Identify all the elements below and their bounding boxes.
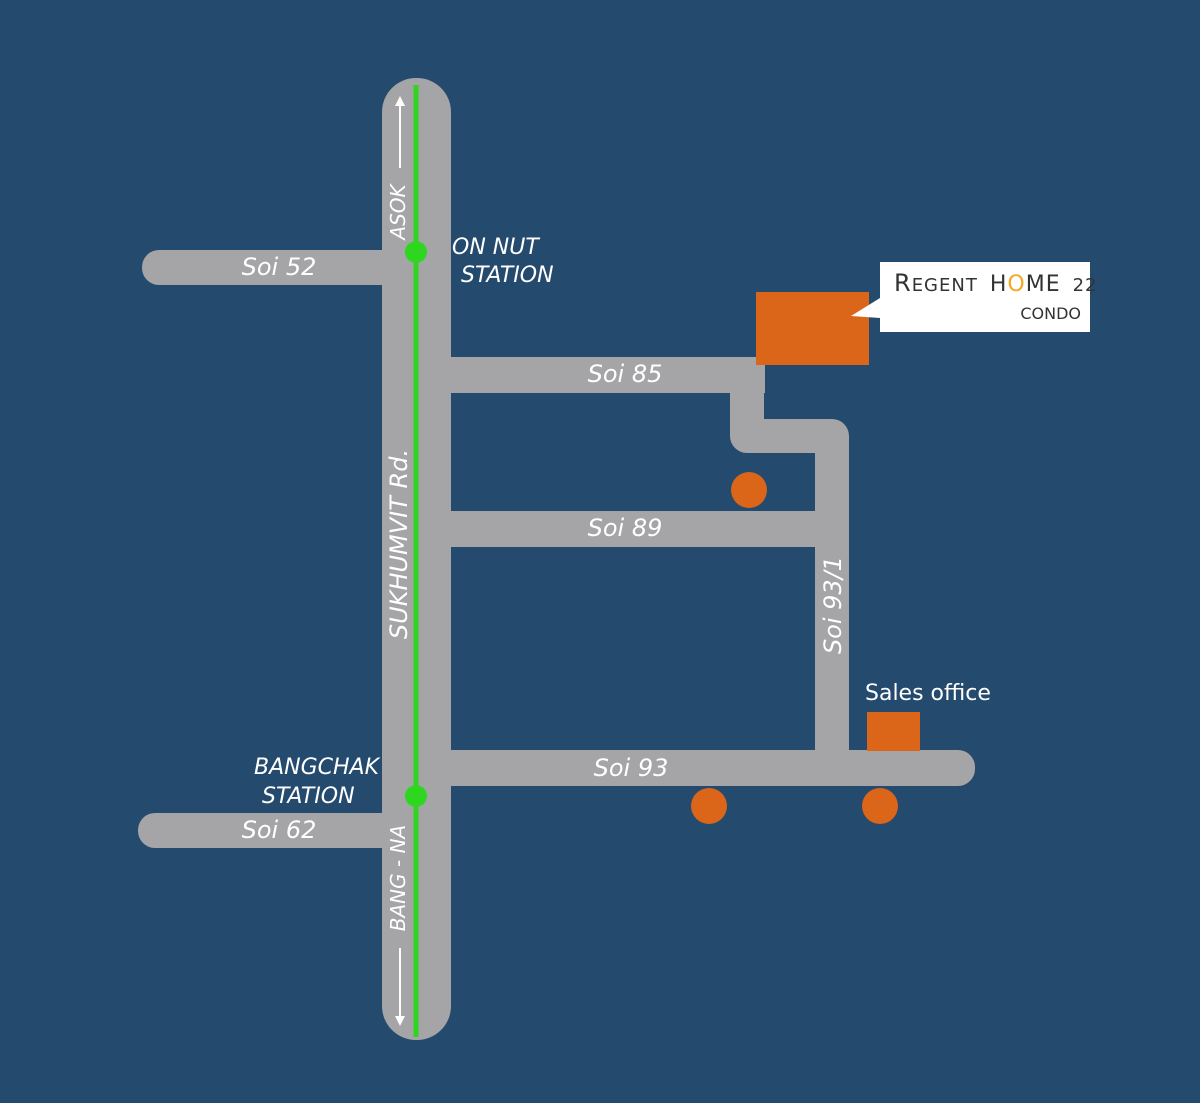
road-label-soi-52: Soi 52	[242, 253, 317, 281]
road-soi-62	[138, 813, 402, 848]
north-arrow-icon	[395, 96, 405, 168]
project-subtitle: CONDO	[1020, 304, 1081, 323]
south-arrow-icon	[395, 948, 405, 1026]
station-on-nut-label-line2: STATION	[461, 263, 554, 288]
station-on-nut-label-line1: ON NUT	[452, 235, 540, 260]
landmark-marker-2	[691, 788, 727, 824]
road-soi-85	[430, 357, 765, 393]
station-bangchak-label-line1: BANGCHAK	[254, 755, 381, 780]
direction-north-label: ASOK	[386, 182, 410, 241]
road-soi-89	[430, 511, 830, 547]
road-label-soi-93-1: Soi 93/1	[819, 556, 847, 654]
road-soi-85-bend	[730, 358, 849, 782]
direction-south-label: BANG - NA	[386, 825, 410, 931]
road-label-soi-85: Soi 85	[588, 360, 663, 388]
landmark-marker-3	[862, 788, 898, 824]
station-on-nut-dot	[405, 241, 427, 263]
sales-office-marker	[867, 712, 920, 751]
road-soi-93	[430, 750, 975, 786]
road-label-soi-62: Soi 62	[242, 816, 317, 844]
landmark-marker-1	[731, 472, 767, 508]
station-bangchak-dot	[405, 785, 427, 807]
road-label-soi-93: Soi 93	[594, 754, 669, 782]
sales-office-label: Sales office	[865, 681, 991, 706]
road-label-soi-89: Soi 89	[588, 514, 663, 542]
road-soi-52	[142, 250, 402, 285]
main-road-label: SUKHUMVIT Rd.	[385, 449, 413, 639]
project-location-marker	[756, 292, 869, 365]
station-bangchak-label-line2: STATION	[262, 784, 355, 809]
